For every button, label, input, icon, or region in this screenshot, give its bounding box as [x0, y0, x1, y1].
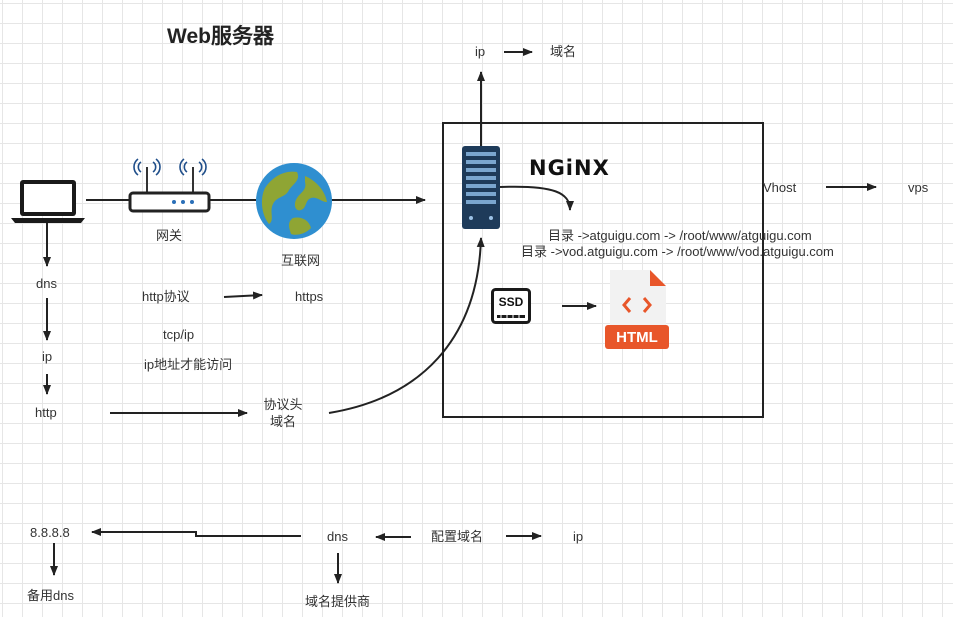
dns-8888-arrow — [91, 528, 301, 537]
header-server-curve — [328, 237, 485, 414]
vhost-label: Vhost — [763, 180, 797, 195]
vps-label: vps — [908, 180, 929, 195]
protocol-header-label: 协议头 — [263, 397, 303, 412]
ip-access-label: ip地址才能访问 — [144, 357, 233, 372]
web-server-box — [442, 122, 764, 418]
html-badge-text: HTML — [616, 329, 658, 346]
gateway-label: 网关 — [156, 228, 183, 243]
http-protocol-label: http协议 — [142, 289, 190, 304]
page-title: Web服务器 — [167, 25, 274, 48]
directory-mapping-1: 目录 ->atguigu.com -> /root/www/atguigu.co… — [548, 228, 812, 243]
html-file-icon: HTML — [604, 268, 672, 350]
server-dir-curve — [499, 185, 574, 211]
nginx-logo: NGiNX — [529, 156, 610, 180]
bottom-ip-label: ip — [573, 529, 584, 544]
domain-provider-label: 域名提供商 — [305, 594, 371, 609]
ssd-icon: SSD — [491, 288, 531, 324]
internet-label: 互联网 — [281, 253, 321, 268]
top-ip-label: ip — [475, 44, 486, 59]
https-label: https — [295, 289, 324, 304]
backup-dns-label: 备用dns — [27, 588, 74, 603]
config-domain-label: 配置域名 — [431, 529, 484, 544]
ssd-text: SSD — [498, 295, 524, 309]
ip-label: ip — [42, 349, 53, 364]
domain-label: 域名 — [269, 414, 296, 429]
http-https-arrow — [223, 291, 263, 300]
server-icon — [462, 146, 500, 229]
directory-mapping-2: 目录 ->vod.atguigu.com -> /root/www/vod.at… — [521, 244, 834, 259]
globe-icon — [256, 163, 332, 239]
dns-label: dns — [36, 276, 57, 291]
tcp-ip-label: tcp/ip — [163, 327, 195, 342]
router-icon — [128, 158, 211, 213]
bottom-dns-label: dns — [327, 529, 348, 544]
top-domain-label: 域名 — [550, 44, 577, 59]
dns-server-label: 8.8.8.8 — [30, 525, 70, 540]
http-label: http — [35, 405, 57, 420]
laptop-icon — [11, 180, 85, 223]
